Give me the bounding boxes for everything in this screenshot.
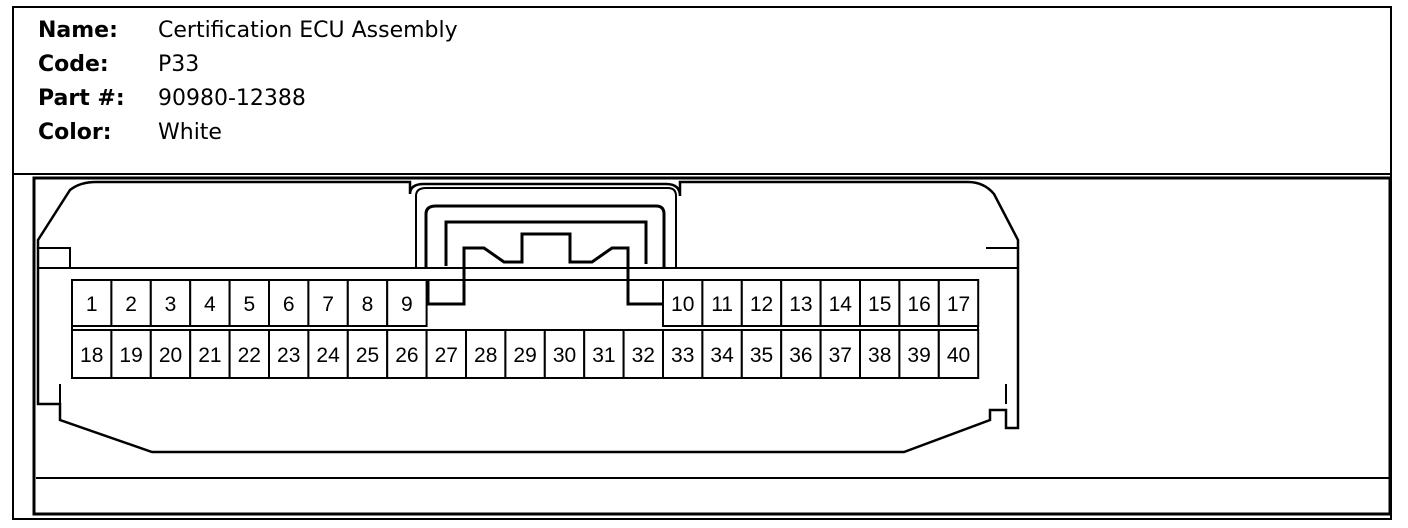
connector-panel <box>32 176 1392 516</box>
pin-cell-17 <box>937 279 980 327</box>
code-label: Code: <box>38 52 109 77</box>
pin-cell-32 <box>622 329 664 379</box>
pin-label-23: 23 <box>277 344 300 367</box>
pin-cell-11 <box>701 279 743 327</box>
name-value: Certification ECU Assembly <box>158 18 458 43</box>
pin-label-30: 30 <box>553 344 576 367</box>
cavity-outline <box>426 268 668 306</box>
pin-cell-36 <box>780 329 822 379</box>
code-row: Code: P33 <box>38 48 458 82</box>
pin-label-10: 10 <box>671 293 694 316</box>
pin-label-4: 4 <box>204 293 216 316</box>
pin-cell-21 <box>189 329 231 379</box>
color-value: White <box>158 120 222 145</box>
pin-cell-29 <box>504 329 546 379</box>
pin-label-2: 2 <box>125 293 137 316</box>
connector-info: Name: Certification ECU Assembly Code: P33… <box>38 14 458 150</box>
part-label: Part #: <box>38 86 125 111</box>
pin-label-31: 31 <box>592 344 615 367</box>
pin-cell-6 <box>268 279 310 327</box>
pin-label-20: 20 <box>159 344 182 367</box>
pin-label-26: 26 <box>395 344 418 367</box>
pin-label-7: 7 <box>322 293 334 316</box>
pin-label-14: 14 <box>829 293 853 316</box>
pin-label-19: 19 <box>119 344 142 367</box>
pin-cell-25 <box>346 329 389 379</box>
pin-cell-3 <box>149 279 192 327</box>
name-label: Name: <box>38 18 118 43</box>
pin-cell-22 <box>228 329 271 379</box>
pin-label-24: 24 <box>316 344 340 367</box>
pin-cell-39 <box>898 329 940 379</box>
latch-outer <box>415 187 677 268</box>
pin-label-38: 38 <box>868 344 891 367</box>
pin-label-6: 6 <box>283 293 295 316</box>
pin-cell-18 <box>71 329 113 379</box>
pin-cell-4 <box>189 279 231 327</box>
pin-label-37: 37 <box>829 344 852 367</box>
pin-label-3: 3 <box>165 293 177 316</box>
code-value: P33 <box>158 52 200 77</box>
pin-label-9: 9 <box>401 293 413 316</box>
pin-label-36: 36 <box>789 344 812 367</box>
pin-cell-20 <box>149 329 192 379</box>
connector-housing <box>36 180 1020 454</box>
housing-inner-lines <box>38 247 1019 269</box>
name-row: Name: Certification ECU Assembly <box>38 14 458 48</box>
latch-tab <box>462 232 630 268</box>
pin-label-5: 5 <box>243 293 255 316</box>
pin-label-8: 8 <box>362 293 374 316</box>
pin-label-18: 18 <box>80 344 103 367</box>
color-label: Color: <box>38 120 112 145</box>
pin-cell-7 <box>307 279 349 327</box>
pin-label-34: 34 <box>710 344 734 367</box>
pin-cell-34 <box>701 329 743 379</box>
pin-cell-9 <box>386 279 428 327</box>
part-value: 90980-12388 <box>158 86 306 111</box>
pin-cell-40 <box>937 329 980 379</box>
pin-label-11: 11 <box>711 293 733 316</box>
pin-label-39: 39 <box>907 344 930 367</box>
pin-cell-24 <box>307 329 349 379</box>
pin-cell-30 <box>543 329 586 379</box>
pin-label-25: 25 <box>356 344 379 367</box>
pin-cell-35 <box>740 329 783 379</box>
latch-window <box>444 220 648 266</box>
housing-side-notches <box>59 384 1007 404</box>
pin-cell-8 <box>346 279 389 327</box>
pin-label-1: 1 <box>86 293 98 316</box>
part-row: Part #: 90980-12388 <box>38 82 458 116</box>
pin-label-40: 40 <box>947 344 970 367</box>
pin-label-22: 22 <box>238 344 261 367</box>
pin-label-28: 28 <box>474 344 497 367</box>
color-row: Color: White <box>38 116 458 150</box>
pin-label-33: 33 <box>671 344 694 367</box>
latch-inner <box>424 204 666 268</box>
pin-cell-2 <box>110 279 152 327</box>
pin-label-15: 15 <box>868 293 891 316</box>
pin-label-17: 17 <box>947 293 970 316</box>
pin-label-21: 21 <box>198 344 221 367</box>
pin-cell-27 <box>425 329 468 379</box>
pin-label-12: 12 <box>750 293 773 316</box>
pin-label-27: 27 <box>435 344 458 367</box>
pin-cell-23 <box>268 329 310 379</box>
pin-label-35: 35 <box>750 344 773 367</box>
pin-label-32: 32 <box>632 344 655 367</box>
pin-label-16: 16 <box>907 293 930 316</box>
pin-label-29: 29 <box>513 344 536 367</box>
pin-cell-12 <box>740 279 783 327</box>
pin-cell-5 <box>228 279 271 327</box>
pin-label-13: 13 <box>789 293 812 316</box>
